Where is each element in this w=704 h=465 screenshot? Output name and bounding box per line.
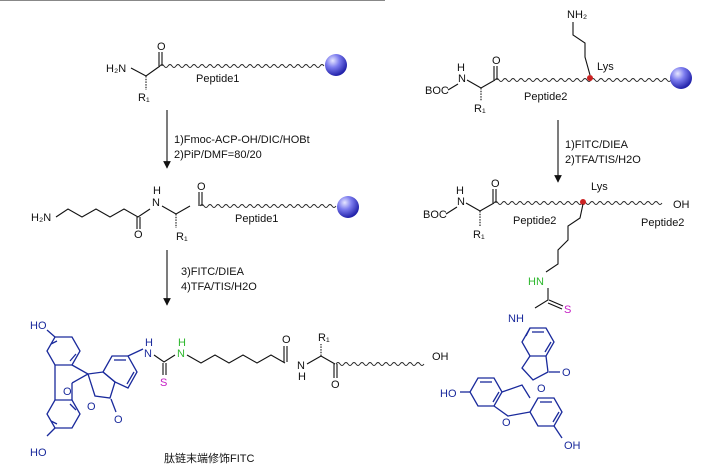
xanthene-o: O	[502, 417, 511, 429]
lactone-carbonyl-o: O	[562, 367, 571, 379]
terminal-oh: OH	[432, 351, 449, 363]
resin-bead-2	[337, 196, 359, 218]
amide-o: O	[134, 229, 143, 241]
hydroxyl-left: HO	[440, 388, 457, 400]
amide-n: N	[152, 197, 160, 209]
lys-label: Lys	[591, 181, 608, 193]
step2-line2: 4)TFA/TIS/H2O	[181, 281, 257, 293]
peptide1-label: Peptide1	[196, 73, 239, 85]
structure-peptide1-resin: H₂N R₁ O Peptide1	[106, 41, 347, 104]
thiourea-nh-left-n: N	[144, 348, 152, 360]
peptide2-label: Peptide2	[524, 91, 567, 103]
boc-nh-n: N	[458, 73, 466, 85]
thiourea-nh-right-n: N	[177, 348, 185, 360]
terminal-oh: OH	[673, 199, 690, 211]
thiourea-nh-right-h: H	[178, 337, 186, 349]
peptide2-end-label: Peptide2	[641, 217, 684, 229]
r1-label: R₁	[138, 92, 150, 104]
boc-label: BOC	[425, 85, 449, 97]
amide-n: N	[297, 360, 305, 372]
hydroxyl-bottom: HO	[30, 447, 47, 459]
step1-line1: 1)Fmoc-ACP-OH/DIC/HOBt	[174, 134, 310, 146]
carbonyl-o: O	[197, 181, 206, 193]
boc-nh-h: H	[457, 62, 465, 74]
carbonyl-o: O	[331, 379, 340, 391]
lys-marker-dot	[587, 75, 593, 81]
caption-label: 肽链末端修饰FITC	[164, 451, 254, 465]
peptide-chain	[493, 201, 663, 205]
peptide-chain	[335, 362, 425, 366]
lys-marker-dot	[580, 199, 586, 205]
boc-nh-h: H	[456, 185, 464, 197]
amine-label: H₂N	[106, 63, 126, 75]
resin-bead-1	[325, 54, 347, 76]
r1-label: R₁	[474, 103, 486, 115]
amine-label: H₂N	[31, 212, 51, 224]
hydroxyl-top: HO	[30, 320, 47, 332]
boc-nh-n: N	[457, 196, 465, 208]
boc-label: BOC	[423, 209, 447, 221]
xanthene-o: O	[63, 386, 72, 398]
thiourea-s: S	[564, 304, 571, 316]
thiourea-nh: NH	[508, 313, 524, 325]
amide-h: H	[153, 185, 161, 197]
structure-fitc-acp-peptide1: HO O HO O O N H S N H O N H	[30, 320, 449, 465]
peptide-chain	[159, 64, 325, 68]
peptide2-label: Peptide2	[513, 215, 556, 227]
carbonyl-o: O	[157, 41, 166, 53]
structure-fitc-lys-peptide2: H N BOC R₁ O Lys OH Peptide2 Peptide2 HN…	[423, 178, 690, 452]
hydroxyl-right: OH	[564, 440, 581, 452]
peptide-chain	[199, 204, 337, 208]
thiourea-hn: HN	[528, 276, 544, 288]
structure-peptide2-lys-resin: NH₂ H N BOC R₁ O Lys Peptide2	[425, 9, 692, 115]
peptide1-label: Peptide1	[235, 213, 278, 225]
amide-h: H	[298, 371, 306, 383]
lactone-o: O	[537, 383, 546, 395]
step3-line1: 1)FITC/DIEA	[565, 139, 629, 151]
r1-label: R₁	[318, 332, 330, 344]
carbonyl-o: O	[492, 55, 501, 67]
peptide-chain	[494, 78, 672, 82]
r1-label: R₁	[176, 231, 188, 243]
lys-label: Lys	[597, 61, 614, 73]
amide-o: O	[282, 334, 291, 346]
lactone-carbonyl-o: O	[114, 414, 123, 426]
carbonyl-o: O	[491, 178, 500, 190]
lactone-o: O	[87, 401, 96, 413]
thiourea-nh-left-h: H	[145, 337, 153, 349]
r1-label: R₁	[473, 229, 485, 241]
structure-acp-peptide1-resin: H₂N O N H R₁ O Peptide1	[31, 181, 359, 243]
step2-line1: 3)FITC/DIEA	[181, 266, 245, 278]
step1-line2: 2)PiP/DMF=80/20	[174, 149, 262, 161]
thiourea-s: S	[160, 377, 167, 389]
step3-line2: 2)TFA/TIS/H2O	[565, 154, 641, 166]
lys-side-nh2: NH₂	[567, 9, 587, 21]
resin-bead-3	[670, 67, 692, 89]
